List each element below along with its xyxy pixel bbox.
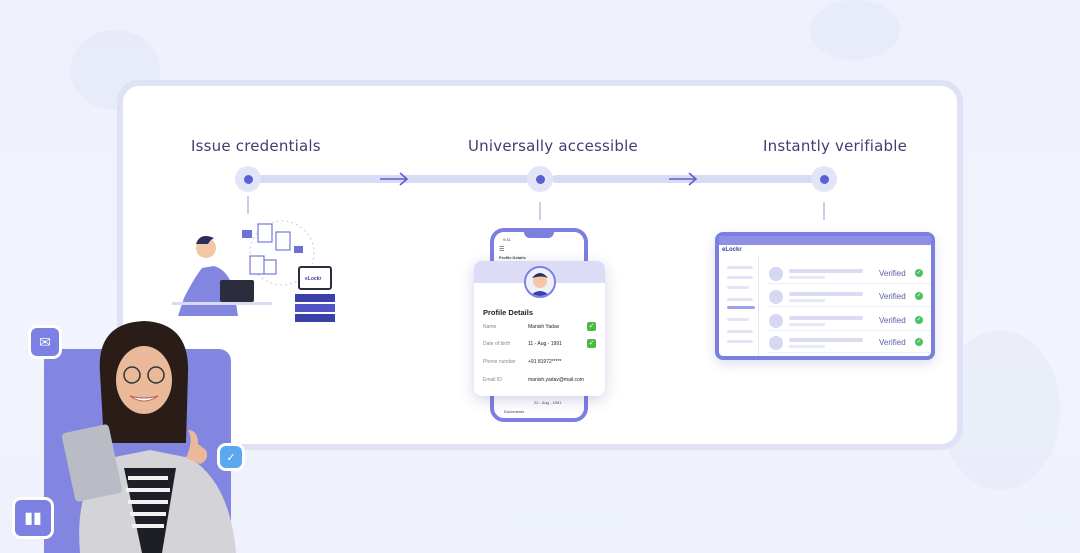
user-icon: [769, 267, 783, 281]
step-title-accessible: Universally accessible: [468, 137, 638, 155]
profile-field-email: Email ID manish.yadav@mail.com: [483, 377, 601, 387]
field-label: Name: [483, 324, 497, 330]
phone-status-time: 9:41: [503, 237, 511, 242]
laptop-brand-text: eLockr: [305, 276, 321, 282]
sidebar-item: [727, 298, 753, 301]
avatar: [524, 266, 556, 298]
dashboard-row: Verified ✓: [767, 264, 931, 284]
phone-footer-label: Documents: [504, 409, 525, 414]
profile-field-phone: Phone number +91 81972*****: [483, 359, 601, 369]
timeline-stem: [539, 202, 541, 220]
verified-check-icon: ✓: [915, 269, 923, 277]
field-value: 11 - Aug - 1991: [528, 341, 562, 347]
verification-dashboard: eLockr Verified ✓ Verified ✓ Verified ✓ …: [715, 232, 935, 360]
sidebar-item-active: [727, 306, 755, 309]
dashboard-row: Verified ✓: [767, 311, 931, 331]
dashboard-row: Verified ✓: [767, 287, 931, 307]
check-badge-icon: ✓: [220, 446, 242, 468]
menu-icon: ☰: [499, 247, 505, 253]
issue-credentials-illustration: eLockr: [172, 220, 335, 322]
sidebar-item: [727, 286, 749, 289]
field-label: Phone number: [483, 359, 516, 365]
dashboard-brand: eLockr: [722, 247, 742, 253]
sidebar-item: [727, 340, 753, 343]
checkbox-checked-icon: ✓: [587, 339, 596, 348]
arrow-right-icon: [380, 172, 409, 186]
arrow-right-icon: [669, 172, 698, 186]
sidebar-item: [727, 266, 753, 269]
field-label: Date of birth: [483, 341, 511, 347]
profile-field-name: Name Manish Yadav ✓: [483, 322, 601, 334]
woman-thumbs-up-illustration: [61, 321, 236, 553]
sidebar-item: [727, 330, 753, 333]
dashboard-row: Verified ✓: [767, 333, 931, 353]
verified-status: Verified: [879, 316, 906, 325]
mail-icon: ✉: [31, 328, 59, 356]
profile-details-card: Profile Details Name Manish Yadav ✓ Date…: [474, 261, 605, 396]
timeline-node-2: [527, 166, 553, 192]
checkbox-checked-icon: ✓: [587, 322, 596, 331]
background-shape: [810, 0, 900, 60]
timeline-stem: [247, 196, 249, 214]
user-icon: [769, 290, 783, 304]
user-avatar-icon: [526, 268, 554, 296]
verified-check-icon: ✓: [915, 292, 923, 300]
verified-status: Verified: [879, 269, 906, 278]
profile-field-dob: Date of birth 11 - Aug - 1991 ✓: [483, 339, 601, 351]
verified-status: Verified: [879, 292, 906, 301]
phone-header: Profile Details: [499, 255, 526, 260]
profile-details-title: Profile Details: [483, 308, 534, 317]
verified-check-icon: ✓: [915, 316, 923, 324]
timeline-stem: [823, 202, 825, 220]
step-title-verifiable: Instantly verifiable: [763, 137, 908, 155]
timeline-node-3: [811, 166, 837, 192]
field-value: Manish Yadav: [528, 324, 560, 330]
sidebar-item: [727, 276, 753, 279]
field-value: manish.yadav@mail.com: [528, 377, 584, 383]
verified-status: Verified: [879, 338, 906, 347]
phone-footer-value: 22 - Aug - 1991: [534, 400, 562, 405]
verified-check-icon: ✓: [915, 338, 923, 346]
field-value: +91 81972*****: [528, 359, 562, 365]
sidebar-item: [727, 318, 749, 321]
timeline-node-1: [235, 166, 261, 192]
dashboard-sidebar: [719, 256, 759, 356]
user-icon: [769, 314, 783, 328]
user-icon: [769, 336, 783, 350]
step-title-issue: Issue credentials: [191, 137, 321, 155]
phone-notch: [524, 232, 554, 238]
bar-chart-icon: ▮▮: [15, 500, 51, 536]
field-label: Email ID: [483, 377, 502, 383]
dashboard-titlebar: [719, 236, 931, 245]
